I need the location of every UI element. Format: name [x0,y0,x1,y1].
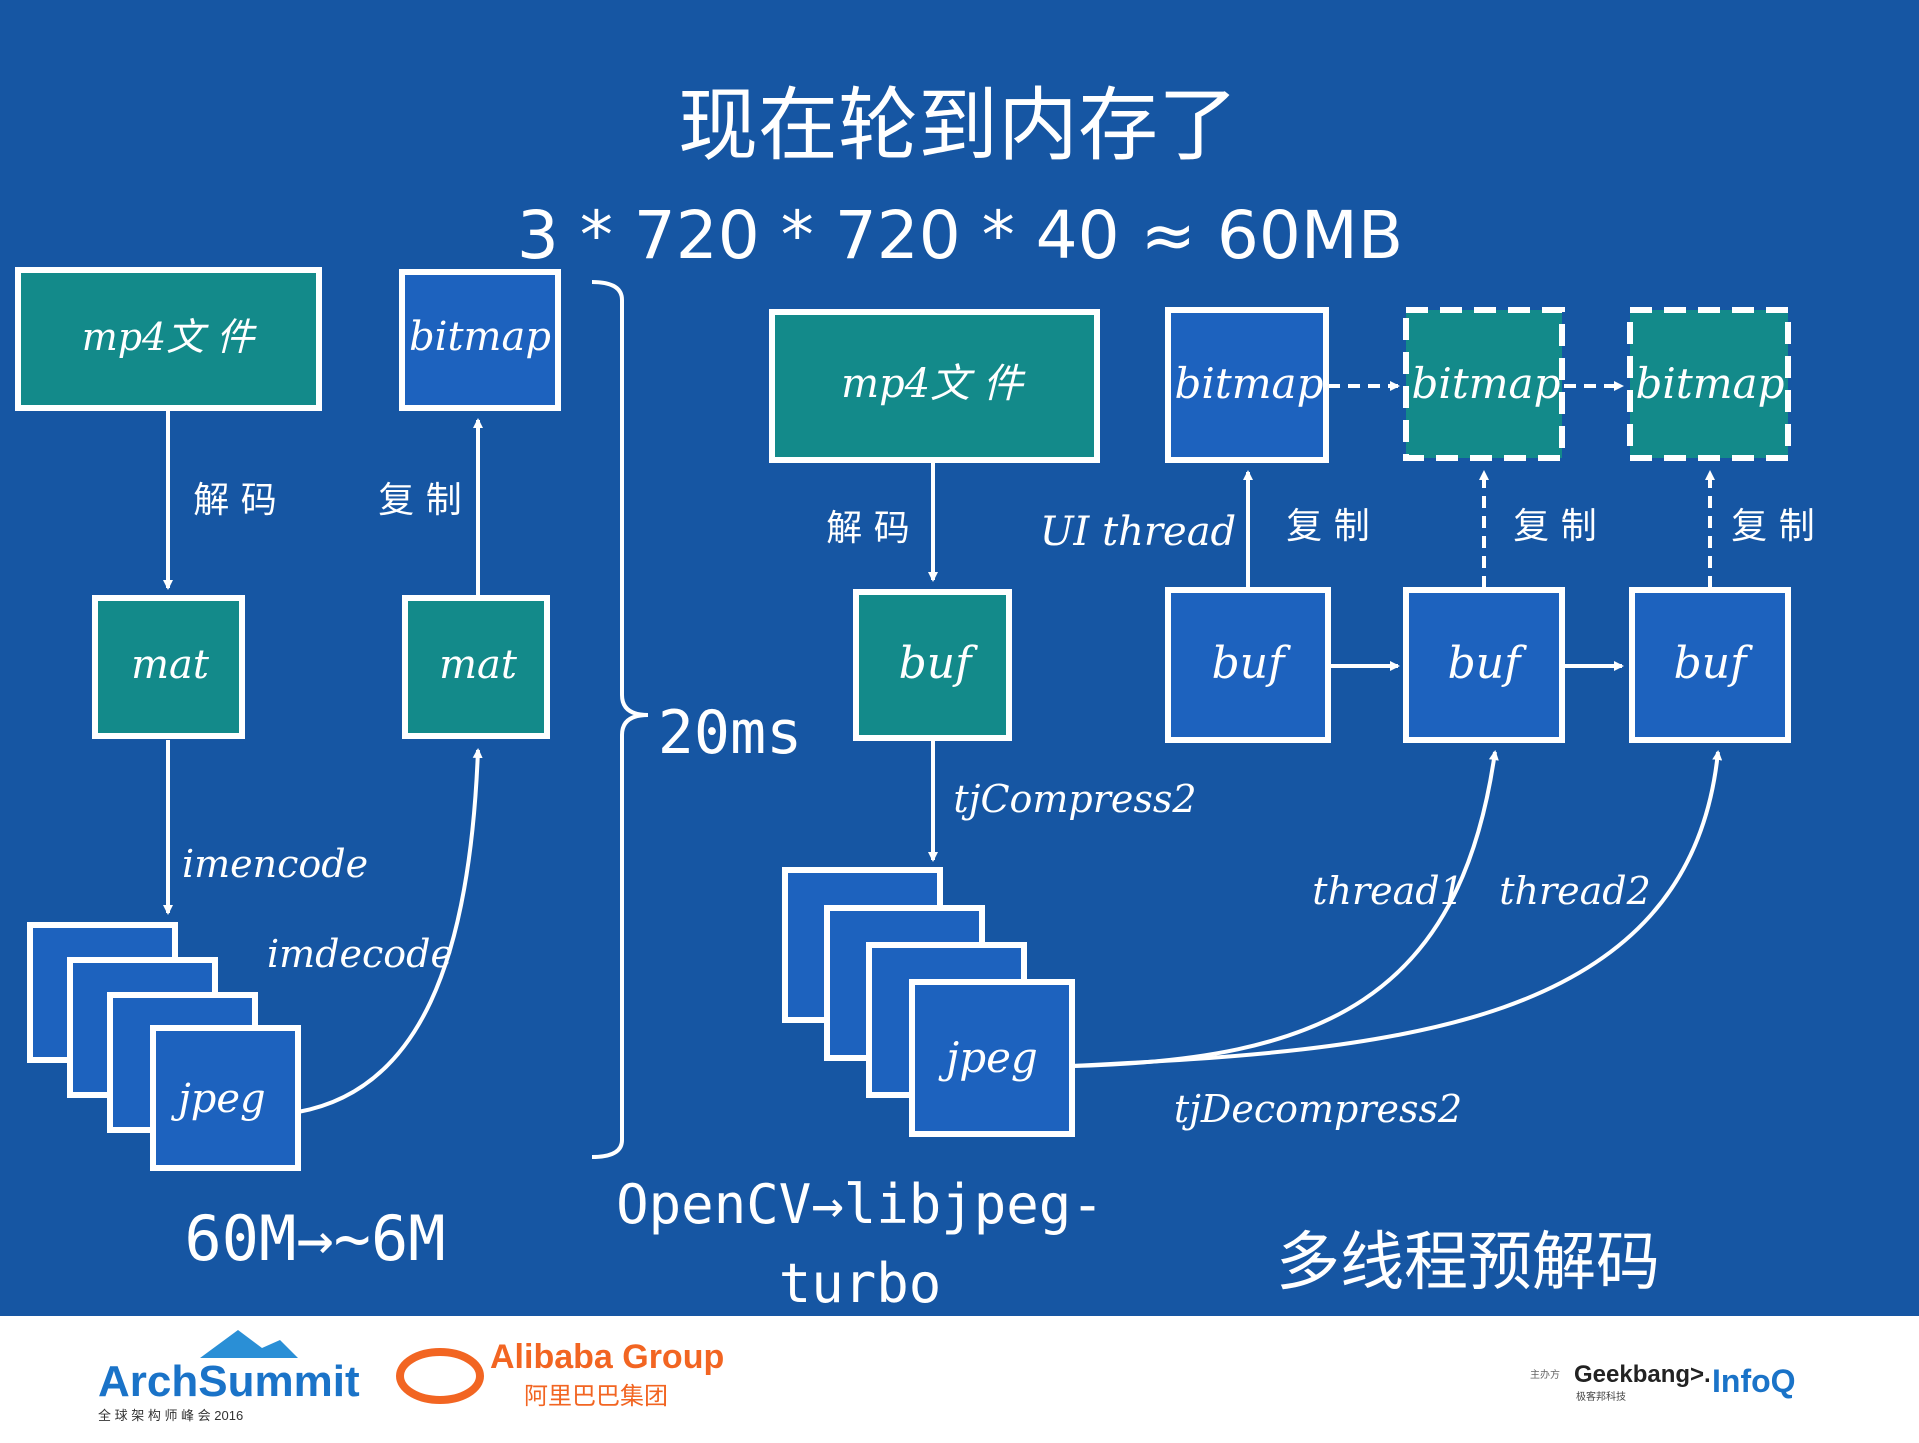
footer-logos: ArchSummit 全 球 架 构 师 峰 会 2016 Alibaba Gr… [98,1330,1796,1423]
size-reduction-label: 60M→~6M [184,1202,445,1275]
right-buf-box [853,589,1012,741]
thread1-bitmap-box [1403,307,1565,461]
memory-formula: 3 * 720 * 720 * 40 ≈ 60MB [517,197,1403,274]
archsummit-logo: ArchSummit 全 球 架 构 师 峰 会 2016 [98,1330,360,1423]
thread2-arrow [1071,750,1723,1068]
right-buf-label: buf [899,638,979,689]
thread1-copy-label: 复 制 [1513,506,1596,547]
left-jpeg-box [150,1025,301,1171]
left-mat2-box [402,595,550,739]
archsummit-text: ArchSummit [98,1357,360,1406]
left-mp4-label: mp4文 件 [82,315,258,359]
ui-buf-label: buf [1212,638,1292,689]
alibaba-cn-text: 阿里巴巴集团 [524,1382,668,1410]
left-decode-label: 解 码 [193,480,276,521]
thread2-bitmap-box [1627,307,1791,461]
sponsor-logos: 主办方 Geekbang>. 极客邦科技 InfoQ [1530,1361,1796,1403]
ui-thread-label: UI thread [1040,509,1236,555]
left-mat-label: mat [131,642,210,688]
ui-bitmap-label: bitmap [1175,359,1324,408]
thread2-buf-box [1629,587,1791,743]
thread1-buf-box [1403,587,1565,743]
thread2-buf-label: buf [1674,638,1754,689]
page-title: 现在轮到内存了 [678,79,1238,172]
right-mp4-label: mp4文 件 [841,361,1026,407]
thread2-copy-label: 复 制 [1731,506,1814,547]
left-bitmap-box [399,269,561,411]
thread2-bitmap-label: bitmap [1636,359,1785,408]
right-jpeg-box [909,979,1075,1137]
right-compress-label: tjCompress2 [953,777,1196,821]
lib-change-line2: turbo [779,1252,942,1315]
right-mp4-box [769,309,1100,463]
memory-diagram: 现在轮到内存了 3 * 720 * 720 * 40 ≈ 60MB mp4文 件… [15,79,1815,1315]
left-mp4-box [15,267,322,411]
left-mat-box [92,595,245,739]
right-decode-label: 解 码 [826,508,909,549]
left-imdecode-arrow [297,748,483,1114]
left-imdecode-label: imdecode [267,932,453,976]
footer-bar: ArchSummit 全 球 架 构 师 峰 会 2016 Alibaba Gr… [0,1316,1919,1439]
ui-copy-label: 复 制 [1286,506,1369,547]
ui-bitmap-box [1165,307,1329,463]
decompress-label: tjDecompress2 [1174,1087,1462,1131]
geekbang-cn-text: 极客邦科技 [1576,1390,1626,1403]
left-copy-label: 复 制 [378,480,461,521]
alibaba-logo: Alibaba Group 阿里巴巴集团 [396,1338,724,1410]
right-jpeg-label: jpeg [938,1033,1038,1082]
lib-change-line1: OpenCV→libjpeg- [616,1173,1104,1236]
duration-bracket [591,280,649,1159]
thread1-label: thread1 [1312,869,1464,913]
thread1-bitmap-label: bitmap [1412,359,1561,408]
left-mat2-label: mat [439,642,518,688]
slide-background: 现在轮到内存了 3 * 720 * 720 * 40 ≈ 60MB mp4文 件… [0,0,1919,1316]
sponsor-prefix: 主办方 [1530,1368,1560,1381]
thread1-buf-label: buf [1448,638,1528,689]
infoq-text: InfoQ [1712,1363,1796,1399]
multithread-caption: 多线程预解码 [1276,1226,1660,1300]
left-jpeg-label: jpeg [170,1076,265,1122]
ui-buf-box [1165,587,1331,743]
archsummit-subtitle: 全 球 架 构 师 峰 会 2016 [98,1408,243,1423]
alibaba-icon [396,1348,484,1404]
left-imencode-label: imencode [182,842,368,886]
mountain-icon [200,1330,298,1358]
left-bitmap-label: bitmap [409,314,551,360]
thread2-label: thread2 [1499,869,1651,913]
geekbang-text: Geekbang>. [1574,1361,1711,1388]
duration-label: 20ms [658,698,803,768]
alibaba-text: Alibaba Group [490,1338,724,1376]
